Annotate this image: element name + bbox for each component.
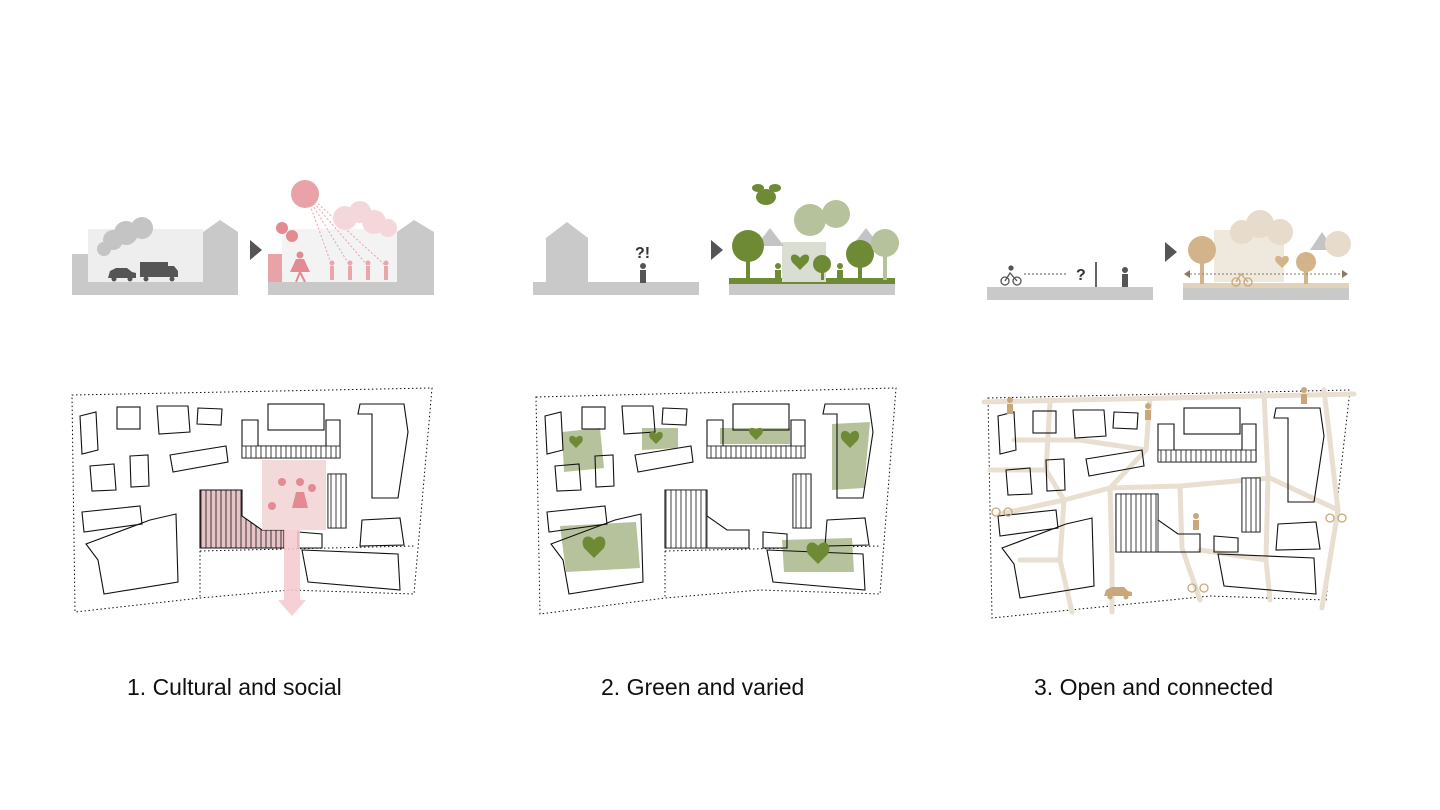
audience-people-icon bbox=[329, 260, 389, 280]
street-section-after-1 bbox=[268, 180, 434, 295]
arrow-right-icon bbox=[1165, 242, 1177, 262]
truck-icon bbox=[140, 262, 178, 282]
caption-green-varied: 2. Green and varied bbox=[601, 674, 805, 700]
arrow-right-icon bbox=[250, 240, 262, 260]
bicycle-icon bbox=[1000, 265, 1022, 286]
bicycle-icon bbox=[991, 507, 1347, 593]
spotlight-icon bbox=[291, 180, 319, 208]
arrow-right-icon bbox=[711, 240, 723, 260]
caption-open-connected: 3. Open and connected bbox=[1034, 674, 1274, 700]
heart-icon bbox=[790, 254, 810, 270]
panel-2: ?! bbox=[533, 184, 899, 615]
bee-icon bbox=[752, 184, 781, 205]
street-section-after-3 bbox=[1183, 210, 1351, 300]
walking-person-icon bbox=[1007, 387, 1307, 530]
heart-icon bbox=[1275, 255, 1289, 268]
theatre-masks-icon bbox=[276, 222, 298, 242]
theatre-masks-icon bbox=[268, 478, 316, 510]
site-plan-2 bbox=[535, 387, 897, 615]
street-section-before-3: ? bbox=[987, 262, 1153, 300]
car-icon bbox=[1104, 587, 1132, 600]
dancer-icon bbox=[290, 251, 310, 283]
person-icon bbox=[775, 263, 843, 280]
street-section-before-2: ?! bbox=[533, 222, 699, 295]
person-icon bbox=[1122, 267, 1128, 287]
street-section-before-1 bbox=[72, 217, 238, 295]
question-marker: ?! bbox=[635, 245, 650, 262]
caption-cultural-social: 1. Cultural and social bbox=[127, 674, 342, 700]
panel-3: ? bbox=[981, 210, 1357, 619]
tree-icon bbox=[1188, 236, 1316, 284]
person-icon bbox=[640, 263, 646, 283]
site-plan-1 bbox=[71, 387, 433, 616]
car-icon bbox=[108, 268, 136, 282]
tree-icon-light bbox=[794, 200, 899, 280]
tree-icon bbox=[732, 230, 874, 280]
question-marker: ? bbox=[1076, 267, 1086, 284]
smoke-cloud-icon bbox=[97, 217, 153, 256]
bicycle-icon bbox=[1231, 272, 1253, 287]
heart-icon bbox=[569, 427, 860, 564]
exit-arrow-icon bbox=[278, 530, 306, 616]
stage-cloud bbox=[333, 201, 397, 237]
site-plan-3 bbox=[981, 387, 1357, 619]
path-network bbox=[981, 387, 1357, 615]
panel-1 bbox=[71, 180, 434, 616]
street-section-after-2 bbox=[729, 184, 899, 295]
